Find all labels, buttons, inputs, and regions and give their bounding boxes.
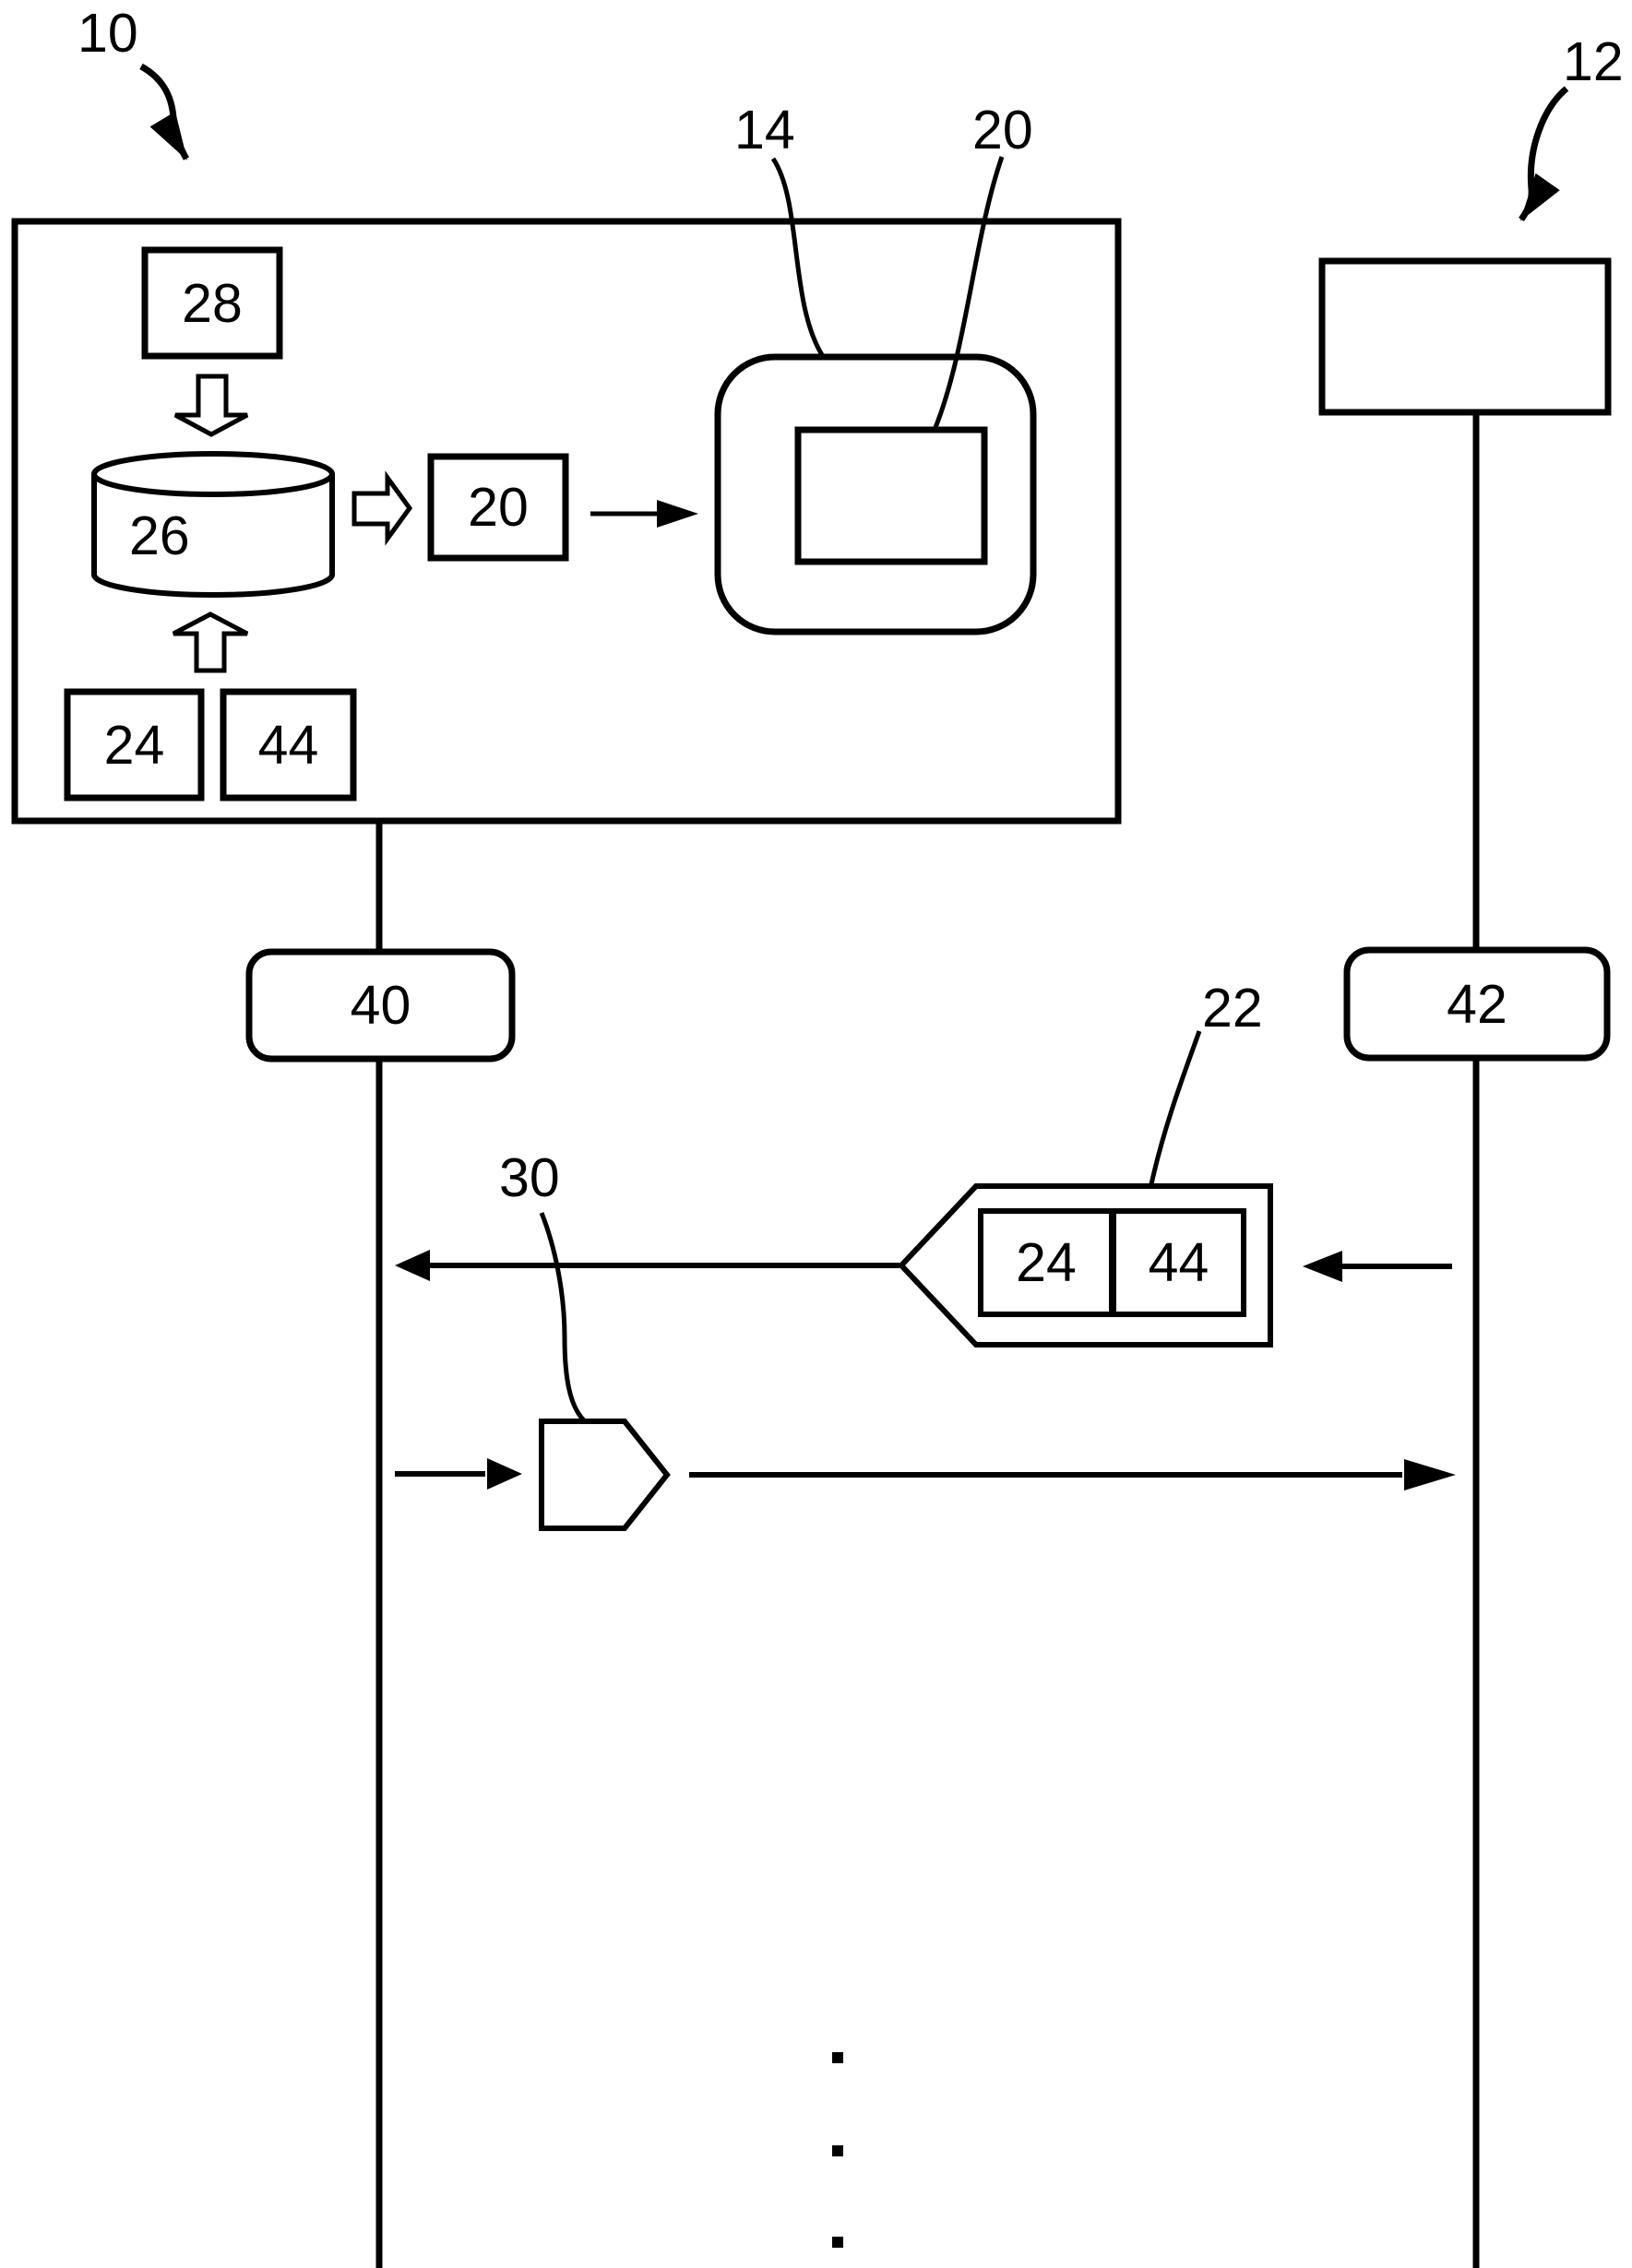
box-20-label: 20 <box>468 477 529 538</box>
envelope-field-44-label: 44 <box>1148 1232 1209 1293</box>
box-24-outline <box>64 688 205 802</box>
datastore-26-label: 26 <box>129 505 190 566</box>
block-arrow-right-icon <box>351 470 413 546</box>
arrow-to-module-head <box>657 500 698 528</box>
node-42-outline <box>1343 946 1611 1062</box>
callout-label-12: 12 <box>1563 31 1624 92</box>
callout-label-14: 14 <box>734 100 795 160</box>
screen-content-outline <box>794 426 988 565</box>
datastore-cylinder-body <box>91 474 335 598</box>
box-24-label: 24 <box>103 714 165 776</box>
datastore-cylinder-top <box>91 451 335 497</box>
leader-line-30 <box>539 1212 586 1422</box>
device-box-outline <box>1318 257 1612 416</box>
node-40-label: 40 <box>350 975 411 1036</box>
box-20-outline <box>427 453 569 562</box>
ellipsis-dot <box>832 2052 843 2063</box>
callout-arrow-10 <box>139 63 190 160</box>
ellipsis-dot <box>832 2145 843 2156</box>
message-token-outline <box>539 1419 671 1531</box>
callout-label-22: 22 <box>1202 978 1263 1039</box>
node-42-label: 42 <box>1447 973 1507 1035</box>
box-28-outline <box>141 246 283 360</box>
box-44-outline <box>220 688 357 802</box>
callout-arrow-12 <box>1519 86 1569 222</box>
envelope-field-24-label: 24 <box>1016 1232 1077 1293</box>
block-arrow-up-icon <box>172 612 249 673</box>
leader-line-22 <box>1149 1030 1202 1185</box>
node-40-outline <box>245 948 516 1063</box>
envelope-field-44-outline <box>1111 1208 1246 1317</box>
callout-label-20: 20 <box>972 100 1033 160</box>
leader-line-14 <box>770 157 827 360</box>
message-arrow-left-head <box>395 1250 430 1281</box>
ellipsis-dot <box>832 2237 843 2248</box>
callout-label-10: 10 <box>77 3 138 64</box>
message-arrow-right-head <box>1404 1459 1456 1490</box>
box-44-label: 44 <box>257 714 319 776</box>
box-28-label: 28 <box>182 272 243 334</box>
callout-label-30: 30 <box>499 1147 560 1208</box>
leader-line-20 <box>932 156 1005 431</box>
message-arrow-into-token-head <box>487 1458 522 1490</box>
block-arrow-down-icon <box>173 374 249 437</box>
message-arrow-into-envelope-head <box>1303 1251 1342 1282</box>
